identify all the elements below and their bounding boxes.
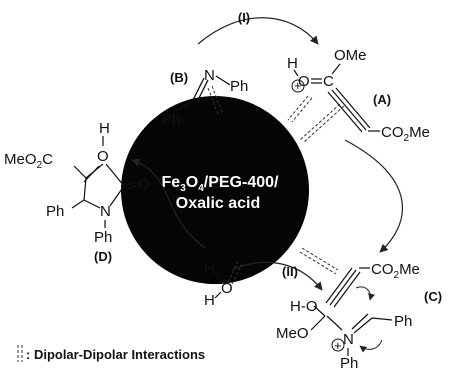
arrow-A-to-C <box>344 139 404 253</box>
compound-D-H: H <box>99 120 110 137</box>
bond <box>214 291 222 299</box>
compound-D-label: (D) <box>94 249 112 264</box>
ring-bond <box>83 165 100 183</box>
triple-bond <box>331 89 367 131</box>
compound-A: H + O C OMe CO2Me (A) <box>287 47 430 144</box>
electron-arrow <box>359 339 383 353</box>
triple-bond <box>327 91 363 133</box>
compound-C-plus: + <box>334 338 342 353</box>
compound-D-Ph-C: Ph <box>46 203 64 220</box>
compound-D: H O O MeO2C Ph N Ph (D) <box>4 120 150 264</box>
step-I-label: (I) <box>238 10 250 25</box>
bond <box>310 315 326 331</box>
bond <box>326 315 343 331</box>
step-II-arrow <box>231 261 323 291</box>
bond <box>175 101 193 111</box>
triple-bond <box>335 87 371 129</box>
compound-B: (B) N Ph Ph <box>162 67 248 128</box>
compound-A-H: H <box>287 55 298 72</box>
step-II-label: (II) <box>282 264 298 279</box>
bond <box>371 317 393 321</box>
bond <box>196 79 209 103</box>
bond <box>192 77 205 101</box>
catalyst-sphere <box>121 96 309 284</box>
compound-D-MeO2C: MeO2C <box>4 151 53 171</box>
step-I-arrow <box>197 17 319 45</box>
dipolar-line <box>227 261 239 283</box>
legend-text: : Dipolar-Dipolar Interactions <box>26 347 205 362</box>
dipolar-line <box>231 263 243 285</box>
compound-D-O-top: O <box>97 148 109 165</box>
compound-C-Ph-N: Ph <box>340 355 358 369</box>
compound-C-N: N <box>343 331 354 348</box>
ring-bond <box>105 163 125 187</box>
bond <box>215 75 231 86</box>
compound-D-N: N <box>100 203 111 220</box>
compound-A-OMe: OMe <box>334 47 367 64</box>
compound-A-label: (A) <box>373 92 391 107</box>
dipolar-line <box>303 105 345 143</box>
catalyst-line2: Oxalic acid <box>176 195 261 212</box>
dipolar-line <box>287 95 309 121</box>
dipolar-line <box>299 251 337 275</box>
compound-A-plus: + <box>294 78 302 93</box>
bond <box>353 317 373 334</box>
water-O: O <box>221 280 233 297</box>
bond <box>313 305 326 317</box>
bond <box>293 69 299 77</box>
charge-circle <box>331 338 345 352</box>
triple-bond <box>325 267 353 304</box>
bond <box>214 271 222 284</box>
compound-C: CO2Me H-O MeO N + Ph Ph (C) <box>276 261 442 369</box>
compound-A-C: C <box>323 73 334 90</box>
catalyst-line1: Fe3O4/PEG-400/ <box>162 174 280 194</box>
electron-arrow <box>355 286 375 301</box>
ring-bond <box>83 199 101 209</box>
compound-C-HO: H-O <box>290 298 318 315</box>
compound-A-CO2Me: CO2Me <box>381 124 430 144</box>
bond <box>351 313 369 330</box>
compound-D-Ph-N: Ph <box>94 229 112 246</box>
compound-B-label: (B) <box>170 70 188 85</box>
carbonyl-bond <box>126 185 138 190</box>
carbonyl-bond <box>125 181 137 186</box>
charge-circle <box>291 79 305 93</box>
bond <box>71 199 85 209</box>
dipolar-line <box>291 97 313 123</box>
bond <box>73 165 87 179</box>
compound-C-Ph-C: Ph <box>394 313 412 330</box>
triple-bond <box>329 269 357 306</box>
compound-C-MeO: MeO <box>276 325 309 342</box>
triple-bond <box>333 271 361 308</box>
ring-bond <box>83 177 87 201</box>
compound-B-Ph-N: Ph <box>230 78 248 95</box>
bond <box>331 63 341 75</box>
dipolar-line <box>299 103 341 141</box>
water-H2: H <box>204 292 215 309</box>
ring-bond <box>109 185 125 207</box>
water-molecule: H H O <box>204 260 233 309</box>
dipolar-line <box>301 247 339 271</box>
compound-C-label: (C) <box>424 289 442 304</box>
legend: : Dipolar-Dipolar Interactions <box>17 345 205 362</box>
compound-D-O-right: O <box>138 176 150 193</box>
compound-A-O: O <box>298 73 310 90</box>
compound-B-Ph-C: Ph <box>162 111 180 128</box>
arrow-to-D <box>131 158 206 249</box>
water-H1: H <box>204 260 215 277</box>
compound-C-CO2Me: CO2Me <box>371 261 420 281</box>
compound-B-N: N <box>204 67 215 84</box>
